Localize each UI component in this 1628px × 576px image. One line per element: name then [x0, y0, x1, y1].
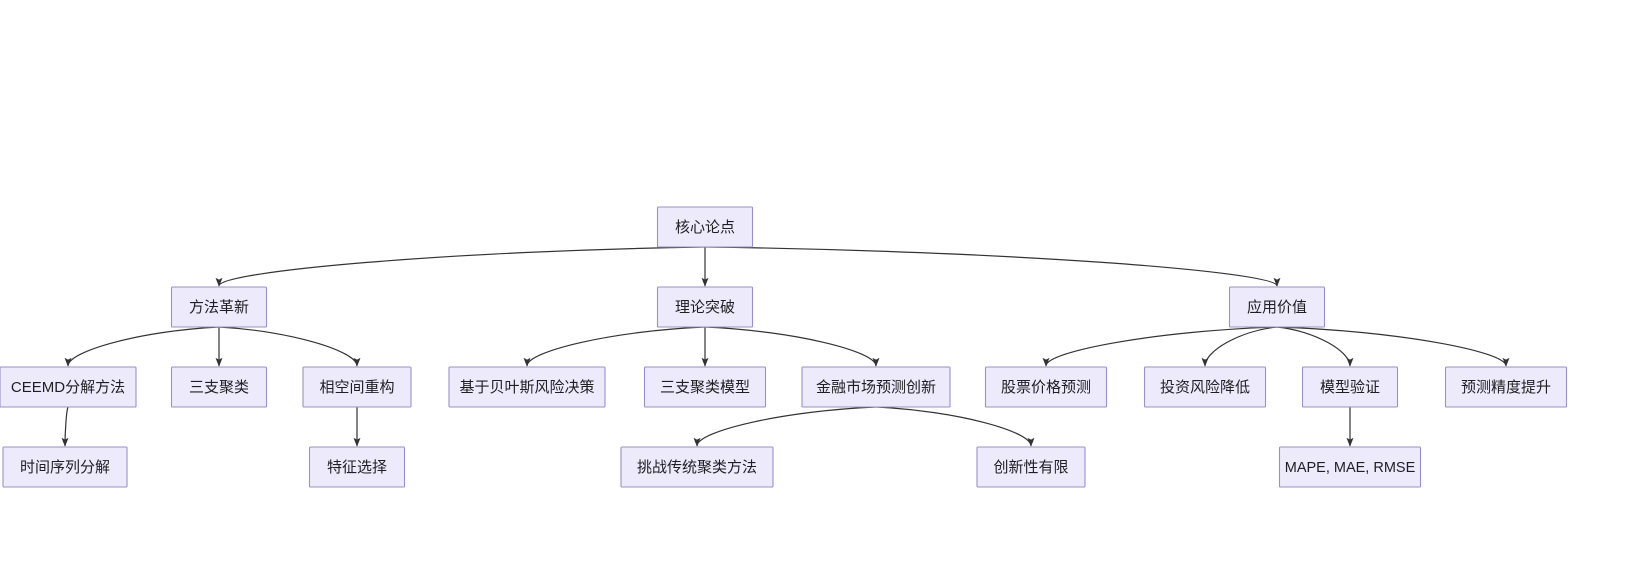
node-l1a[interactable]: 方法革新	[170, 286, 268, 328]
edge-l1c-to-l2c3	[1276, 326, 1354, 367]
edge-l2b3-to-l3b1	[693, 406, 877, 447]
node-box[interactable]	[656, 206, 754, 248]
node-l2c3[interactable]: 模型验证	[1301, 366, 1399, 408]
node-box[interactable]	[308, 446, 406, 488]
node-box[interactable]	[1444, 366, 1568, 408]
node-box[interactable]	[643, 366, 767, 408]
node-l2b1[interactable]: 基于贝叶斯风险决策	[448, 366, 606, 408]
node-box[interactable]	[656, 286, 754, 328]
node-l2c1[interactable]: 股票价格预测	[984, 366, 1108, 408]
node-box[interactable]	[976, 446, 1086, 488]
edge-l2a1-to-l3a1	[61, 406, 69, 447]
node-l1b[interactable]: 理论突破	[656, 286, 754, 328]
node-box[interactable]	[801, 366, 951, 408]
node-l3b1[interactable]: 挑战传统聚类方法	[620, 446, 774, 488]
node-box[interactable]	[0, 366, 137, 408]
node-l2a3[interactable]: 相空间重构	[302, 366, 412, 408]
node-box[interactable]	[1143, 366, 1267, 408]
node-box[interactable]	[170, 286, 268, 328]
node-l3b2[interactable]: 创新性有限	[976, 446, 1086, 488]
edge-l1a-to-l2a1	[64, 326, 220, 367]
node-l3a1[interactable]: 时间序列分解	[2, 446, 128, 488]
edge-root-to-l1a	[215, 246, 706, 287]
node-box[interactable]	[2, 446, 128, 488]
edge-l1b-to-l2b3	[704, 326, 880, 367]
edge-l1a-to-l2a3	[218, 326, 361, 367]
node-l3a2[interactable]: 特征选择	[308, 446, 406, 488]
node-l2a2[interactable]: 三支聚类	[170, 366, 268, 408]
node-l2b3[interactable]: 金融市场预测创新	[801, 366, 951, 408]
node-l1c[interactable]: 应用价值	[1228, 286, 1326, 328]
node-box[interactable]	[448, 366, 606, 408]
node-l2c2[interactable]: 投资风险降低	[1143, 366, 1267, 408]
node-l2c4[interactable]: 预测精度提升	[1444, 366, 1568, 408]
edge-l1c-to-l2c1	[1042, 326, 1278, 367]
edge-l1c-to-l2c2	[1201, 326, 1278, 367]
node-box[interactable]	[1301, 366, 1399, 408]
node-box[interactable]	[1228, 286, 1326, 328]
edge-l1b-to-l2b1	[523, 326, 706, 367]
node-l2b2[interactable]: 三支聚类模型	[643, 366, 767, 408]
edges-layer	[61, 246, 1510, 447]
node-l3c1[interactable]: MAPE, MAE, RMSE	[1278, 446, 1422, 488]
node-box[interactable]	[984, 366, 1108, 408]
edge-l2b3-to-l3b2	[875, 406, 1035, 447]
node-box[interactable]	[302, 366, 412, 408]
node-l2a1[interactable]: CEEMD分解方法	[0, 366, 137, 408]
edge-l1c-to-l2c4	[1276, 326, 1510, 367]
node-box[interactable]	[1278, 446, 1422, 488]
edge-root-to-l1c	[704, 246, 1281, 287]
nodes-layer: 核心论点方法革新 理论突破 应用价值 CEEMD分解方法三支聚类相空间重构基于贝叶斯风…	[0, 206, 1568, 488]
node-box[interactable]	[620, 446, 774, 488]
node-root[interactable]: 核心论点	[656, 206, 754, 248]
node-box[interactable]	[170, 366, 268, 408]
